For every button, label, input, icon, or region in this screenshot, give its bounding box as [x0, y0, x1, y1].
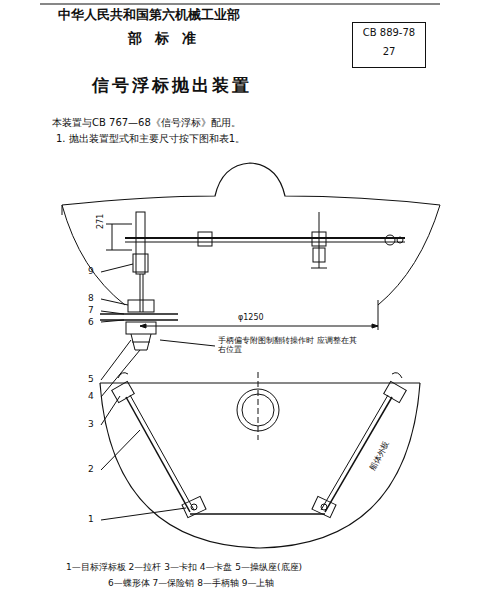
standard-number-box: CB 889-7827 — [352, 22, 426, 68]
callout-number: 6 — [88, 317, 94, 327]
intro-text: 本装置与CB 767—68《信号浮标》配用。 — [52, 117, 241, 129]
clause-text: 1. 抛出装置型式和主要尺寸按下图和表1。 — [56, 133, 245, 145]
standard-heading: 部 标 准 — [128, 30, 200, 46]
parts-list: 6—蝶形体 7—保险销 8—手柄轴 9—上轴 — [108, 578, 275, 588]
callout-number: 8 — [88, 293, 94, 303]
side-label: 船体外板 — [368, 440, 391, 473]
box-text: 27 — [353, 42, 425, 61]
box-text: CB 889-78 — [353, 23, 425, 42]
dimension-label: 271 — [96, 214, 105, 229]
callout-number: 1 — [88, 514, 94, 524]
issuer-heading: 中华人民共和国第六机械工业部 — [58, 8, 240, 23]
callout-number: 2 — [88, 464, 94, 474]
callout-number: 9 — [88, 266, 94, 276]
callout-number: 3 — [88, 419, 94, 429]
callout-number: 7 — [88, 305, 94, 315]
note-text: 手柄偏专附图制翻转操作时 应调整在其右位置 — [218, 336, 358, 354]
dimension-label: φ1250 — [236, 313, 266, 322]
callout-number: 4 — [88, 391, 94, 401]
parts-list: 1—目标浮标板 2—拉杆 3—卡扣 4—卡盘 5—操纵座(底座) — [66, 562, 302, 572]
document-title: 信号浮标抛出装置 — [92, 76, 252, 96]
callout-number: 5 — [88, 374, 94, 384]
